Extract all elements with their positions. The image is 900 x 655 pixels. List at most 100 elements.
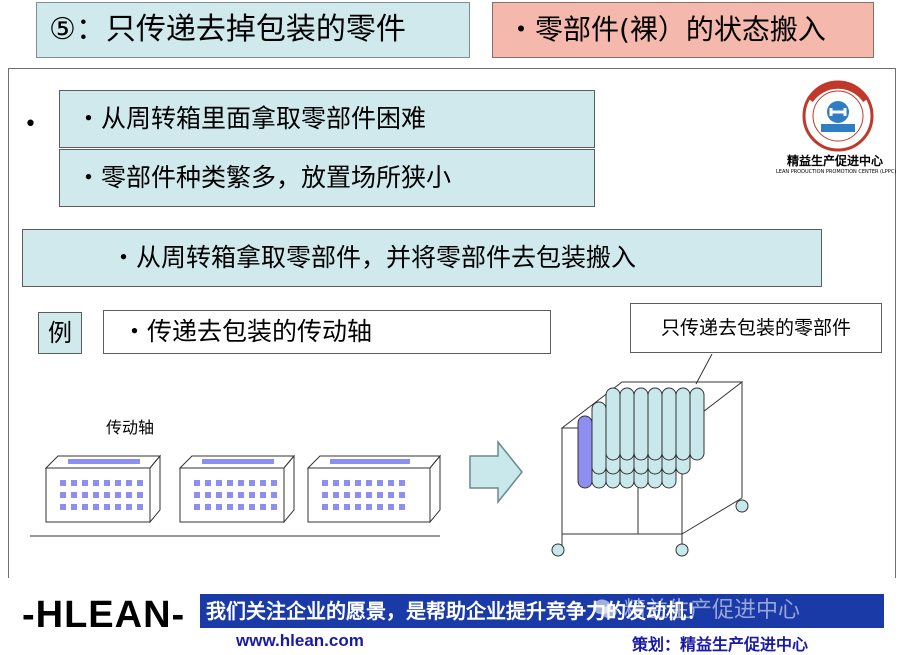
part-dot bbox=[93, 504, 99, 510]
part-dot bbox=[271, 504, 277, 510]
part-dot bbox=[104, 504, 110, 510]
part-dot bbox=[227, 492, 233, 498]
unpacked-shaft bbox=[647, 387, 663, 461]
delivery-state-label: ・零部件(裸）的状态搬入 bbox=[492, 2, 874, 58]
part-dot bbox=[227, 504, 233, 510]
part-dot bbox=[60, 504, 66, 510]
packing-box-1 bbox=[44, 454, 162, 524]
step-title: ⑤：只传递去掉包装的零件 bbox=[36, 2, 470, 58]
part-dot bbox=[137, 492, 143, 498]
part-dot bbox=[249, 492, 255, 498]
solution-statement: ・从周转箱拿取零部件，并将零部件去包装搬入 bbox=[22, 229, 822, 287]
part-dot bbox=[194, 480, 200, 486]
bullet-marker: • bbox=[24, 112, 37, 137]
part-dot bbox=[71, 480, 77, 486]
packing-box-3 bbox=[306, 454, 442, 524]
logo-name: 精益生产促进中心 bbox=[786, 154, 883, 168]
part-dot bbox=[194, 492, 200, 498]
part-dot bbox=[216, 504, 222, 510]
part-dot bbox=[126, 492, 132, 498]
part-dot bbox=[238, 492, 244, 498]
part-dot bbox=[344, 504, 350, 510]
example-text: ・传递去包装的传动轴 bbox=[103, 310, 551, 354]
shaft-label: 传动轴 bbox=[106, 418, 155, 437]
part-dot bbox=[344, 480, 350, 486]
watermark-text: 精益生产促进中心 bbox=[624, 598, 801, 623]
example-tag: 例 bbox=[38, 312, 82, 354]
packing-box-2 bbox=[178, 454, 296, 524]
part-dot bbox=[399, 492, 405, 498]
part-dot bbox=[344, 492, 350, 498]
part-dot bbox=[71, 504, 77, 510]
part-dot bbox=[93, 492, 99, 498]
hlean-footer-logo: -HLEAN- bbox=[22, 594, 186, 636]
part-dot bbox=[388, 492, 394, 498]
callout-pointer-line bbox=[695, 354, 713, 385]
callout-label: 只传递去包装的零部件 bbox=[630, 303, 882, 353]
part-dot bbox=[137, 480, 143, 486]
part-dot bbox=[115, 480, 121, 486]
part-dot bbox=[399, 480, 405, 486]
part-dot bbox=[115, 492, 121, 498]
shaft-rack-illustration bbox=[551, 381, 749, 557]
part-dot bbox=[377, 480, 383, 486]
part-dot bbox=[93, 480, 99, 486]
part-dot bbox=[71, 492, 77, 498]
problem-item: ・零部件种类繁多，放置场所狭小 bbox=[59, 149, 595, 207]
part-dot bbox=[355, 492, 361, 498]
unpacked-shaft bbox=[661, 387, 677, 461]
hlean-seal-logo bbox=[802, 80, 874, 152]
planner-credit: 策划：精益生产促进中心 bbox=[632, 635, 809, 654]
part-dot bbox=[322, 480, 328, 486]
part-dot bbox=[115, 504, 121, 510]
part-dot bbox=[333, 492, 339, 498]
unpacked-shaft bbox=[633, 387, 649, 461]
part-dot bbox=[271, 492, 277, 498]
problem-item: ・从周转箱里面拿取零部件困难 bbox=[59, 90, 595, 148]
part-dot bbox=[104, 492, 110, 498]
part-dot bbox=[126, 504, 132, 510]
unpacked-shaft bbox=[605, 387, 621, 461]
unpacked-shaft bbox=[619, 387, 635, 461]
part-dot bbox=[227, 480, 233, 486]
part-dot bbox=[249, 480, 255, 486]
website-url[interactable]: www.hlean.com bbox=[236, 631, 364, 650]
part-dot bbox=[194, 504, 200, 510]
part-dot bbox=[238, 504, 244, 510]
part-dot bbox=[104, 480, 110, 486]
part-dot bbox=[271, 480, 277, 486]
part-dot bbox=[366, 480, 372, 486]
part-dot bbox=[377, 504, 383, 510]
part-dot bbox=[205, 480, 211, 486]
slogan-banner: 我们关注企业的愿景，是帮助企业提升竞争力的发动机！ bbox=[200, 594, 884, 628]
part-dot bbox=[205, 504, 211, 510]
arrow-right-icon bbox=[469, 440, 523, 504]
unpacked-shaft bbox=[577, 415, 593, 489]
part-dot bbox=[82, 504, 88, 510]
part-dot bbox=[82, 492, 88, 498]
packed-shafts-illustration bbox=[30, 454, 442, 537]
part-dot bbox=[260, 492, 266, 498]
unpacked-shaft bbox=[689, 387, 705, 461]
part-dot bbox=[60, 492, 66, 498]
part-dot bbox=[322, 504, 328, 510]
part-dot bbox=[216, 492, 222, 498]
part-dot bbox=[333, 504, 339, 510]
part-dot bbox=[238, 480, 244, 486]
wechat-icon bbox=[593, 599, 617, 618]
part-dot bbox=[249, 504, 255, 510]
part-dot bbox=[60, 480, 66, 486]
part-dot bbox=[126, 480, 132, 486]
part-dot bbox=[322, 492, 328, 498]
part-dot bbox=[366, 492, 372, 498]
part-dot bbox=[82, 480, 88, 486]
part-dot bbox=[366, 504, 372, 510]
part-dot bbox=[205, 492, 211, 498]
part-dot bbox=[355, 480, 361, 486]
part-dot bbox=[216, 480, 222, 486]
part-dot bbox=[377, 492, 383, 498]
unpacked-shaft bbox=[591, 401, 607, 475]
logo-subtitle: LEAN PRODUCTION PROMOTION CENTER (LPPC) bbox=[776, 169, 897, 175]
part-dot bbox=[388, 504, 394, 510]
unpacked-shaft bbox=[675, 387, 691, 461]
